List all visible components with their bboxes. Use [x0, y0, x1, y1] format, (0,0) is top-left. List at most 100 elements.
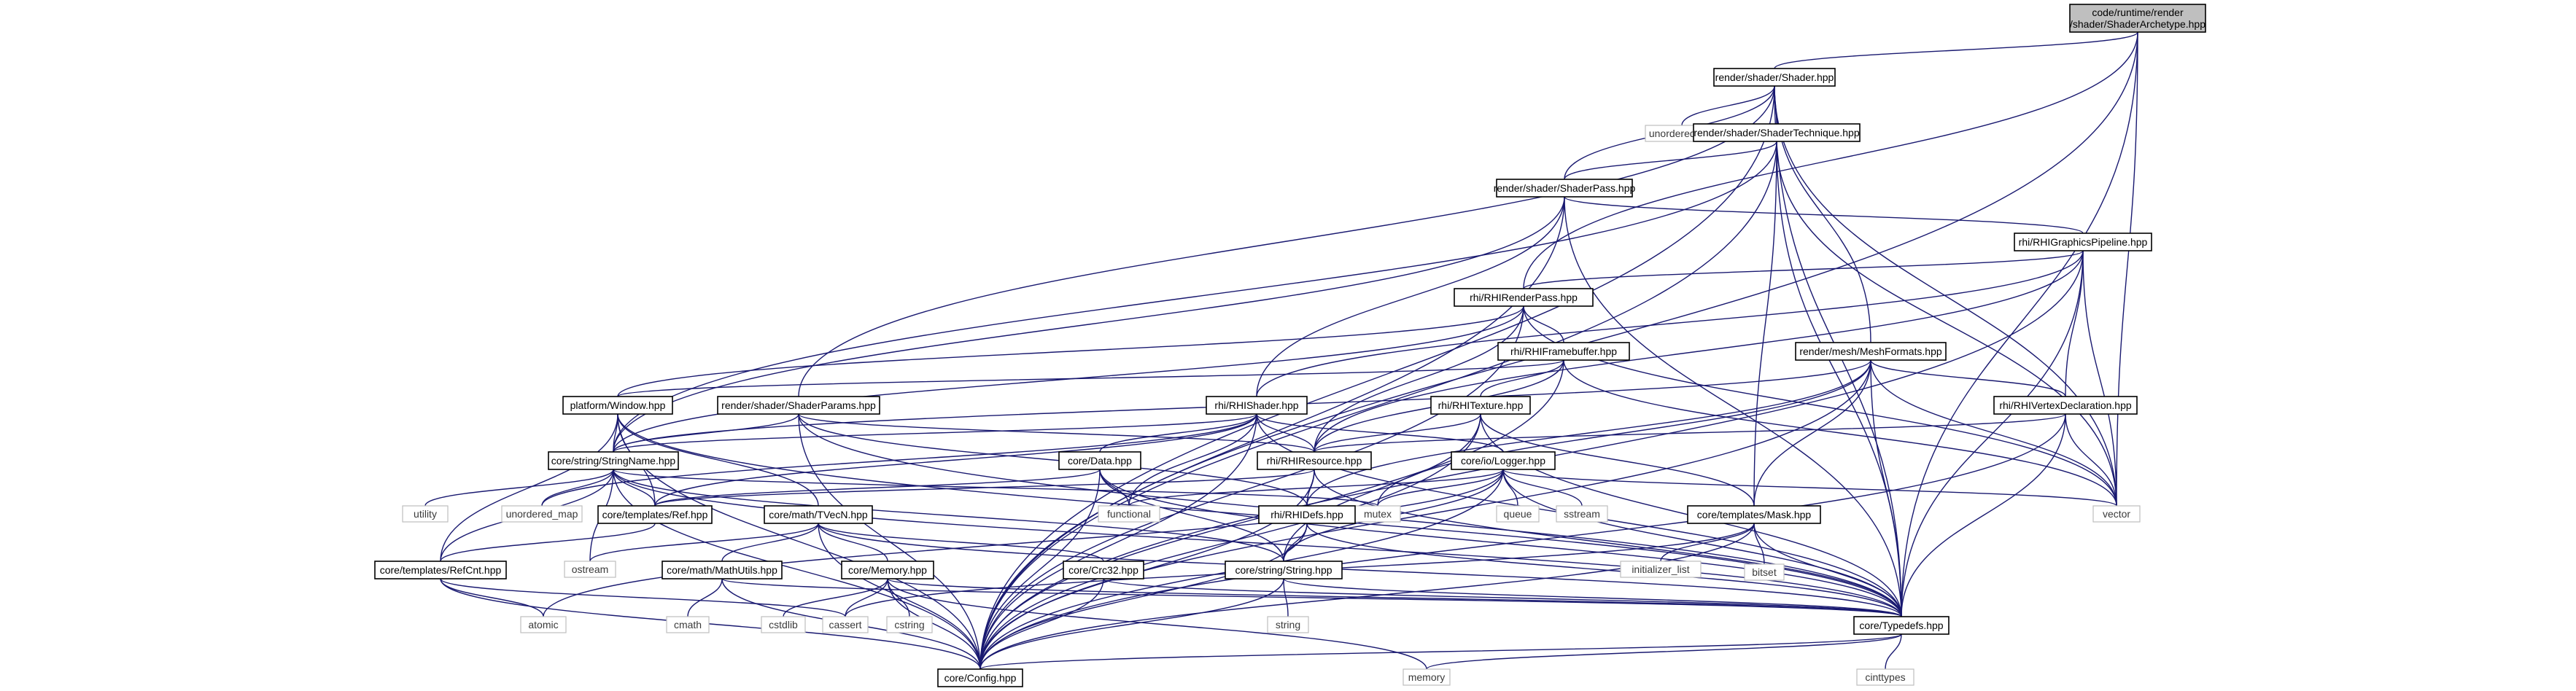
- node-string-name[interactable]: core/string/StringName.hpp: [548, 451, 679, 470]
- node-label: render/mesh/MeshFormats.hpp: [1799, 346, 1942, 357]
- node-tvecn[interactable]: core/math/TVecN.hpp: [764, 505, 873, 524]
- edge-tvecn-to-typedefs: [818, 523, 1902, 617]
- node-shader[interactable]: render/shader/Shader.hpp: [1713, 68, 1836, 87]
- node-ostream: ostream: [564, 561, 616, 578]
- node-logger[interactable]: core/io/Logger.hpp: [1451, 451, 1556, 470]
- edge-platform-window-to-tvecn: [617, 413, 819, 507]
- node-unordered-map: unordered_map: [501, 505, 583, 523]
- node-typedefs[interactable]: core/Typedefs.hpp: [1853, 616, 1950, 635]
- node-label: utility: [414, 508, 437, 520]
- node-label: ostream: [572, 563, 609, 575]
- node-rhi-resource[interactable]: rhi/RHIResource.hpp: [1257, 451, 1372, 470]
- edge-mesh-formats-to-mutex: [1377, 359, 1871, 507]
- node-rhi-texture[interactable]: rhi/RHITexture.hpp: [1430, 396, 1531, 415]
- edge-shader-params-to-string-name: [613, 413, 799, 453]
- node-box: [501, 505, 583, 523]
- node-shader-params[interactable]: render/shader/ShaderParams.hpp: [717, 396, 880, 415]
- node-label: core/templates/Mask.hpp: [1697, 509, 1812, 520]
- edge-rhi-framebuffer-to-platform-window: [617, 359, 1564, 397]
- edge-math-utils-to-typedefs: [721, 578, 1902, 617]
- node-core-data[interactable]: core/Data.hpp: [1058, 451, 1141, 470]
- edge-shader-archetype-to-shader: [1774, 31, 2138, 69]
- node-shader-pass[interactable]: render/shader/ShaderPass.hpp: [1494, 179, 1636, 198]
- edge-rhi-shader-to-core-data: [1099, 413, 1257, 453]
- node-label: core/math/TVecN.hpp: [769, 509, 868, 520]
- node-label: rhi/RHIShader.hpp: [1214, 399, 1298, 411]
- edge-tvecn-to-crc32: [818, 523, 1104, 562]
- edge-rhi-shader-to-logger: [1256, 413, 1504, 453]
- edge-shader-to-shader-params: [798, 85, 1775, 397]
- edge-shader-pass-to-typedefs: [1564, 196, 1902, 617]
- node-shader-technique[interactable]: render/shader/ShaderTechnique.hpp: [1693, 123, 1861, 142]
- node-crc32[interactable]: core/Crc32.hpp: [1063, 561, 1144, 579]
- node-box: [1853, 616, 1950, 635]
- edge-rhi-shader-to-rhi-resource: [1256, 413, 1315, 453]
- edge-rhi-render-pass-to-rhi-resource: [1314, 305, 1524, 453]
- node-box: [1451, 451, 1556, 470]
- node-cassert: cassert: [822, 616, 869, 633]
- node-config[interactable]: core/Config.hpp: [937, 668, 1023, 687]
- node-box: [822, 616, 869, 633]
- node-vector: vector: [2092, 505, 2141, 523]
- node-memory-hpp[interactable]: core/Memory.hpp: [841, 561, 934, 579]
- node-platform-window[interactable]: platform/Window.hpp: [562, 396, 673, 415]
- edge-tvecn-to-ostream: [589, 523, 819, 562]
- node-shader-archetype[interactable]: code/runtime/render/shader/ShaderArchety…: [2069, 4, 2206, 33]
- node-box: [1496, 179, 1633, 198]
- node-label: vector: [2103, 508, 2130, 520]
- edge-templates-mask-to-bitset: [1753, 523, 1765, 565]
- node-rhi-defs[interactable]: rhi/RHIDefs.hpp: [1258, 505, 1356, 524]
- node-string-hpp[interactable]: core/string/String.hpp: [1225, 561, 1343, 579]
- node-box: [597, 505, 713, 524]
- node-box: [562, 396, 673, 415]
- edge-rhi-graphics-pipeline-to-rhi-shader: [1256, 250, 2084, 397]
- edge-rhi-vertex-declaration-to-vector: [2065, 413, 2117, 507]
- node-label: cmath: [674, 619, 702, 631]
- edge-rhi-resource-to-typedefs: [1314, 469, 1902, 617]
- edge-templates-mask-to-initializer-list: [1660, 523, 1755, 562]
- edge-core-data-to-config: [979, 469, 1101, 670]
- node-rhi-render-pass[interactable]: rhi/RHIRenderPass.hpp: [1454, 288, 1594, 307]
- node-box: [2069, 4, 2206, 33]
- node-box: [1258, 505, 1356, 524]
- edge-rhi-shader-to-string-name: [613, 413, 1257, 453]
- node-templates-ref[interactable]: core/templates/Ref.hpp: [597, 505, 713, 524]
- node-rhi-graphics-pipeline[interactable]: rhi/RHIGraphicsPipeline.hpp: [2014, 233, 2152, 251]
- node-cstdlib: cstdlib: [761, 616, 806, 633]
- node-label: unordered_map: [506, 508, 578, 520]
- node-label: core/Data.hpp: [1068, 455, 1132, 466]
- node-box: [666, 616, 710, 633]
- edge-core-data-to-templates-ref: [654, 469, 1101, 507]
- edge-mesh-formats-to-vector: [1870, 359, 2117, 507]
- node-label: rhi/RHIFramebuffer.hpp: [1510, 346, 1617, 357]
- node-label: core/string/String.hpp: [1235, 564, 1332, 576]
- node-rhi-vertex-declaration[interactable]: rhi/RHIVertexDeclaration.hpp: [1993, 396, 2138, 415]
- node-label: cstdlib: [769, 619, 798, 631]
- node-label: cinttypes: [1865, 671, 1905, 683]
- edge-logger-to-vector: [1502, 469, 2117, 507]
- node-templates-mask[interactable]: core/templates/Mask.hpp: [1687, 505, 1821, 524]
- node-rhi-shader[interactable]: rhi/RHIShader.hpp: [1206, 396, 1308, 415]
- node-label: render/shader/ShaderPass.hpp: [1494, 182, 1636, 194]
- edge-ref-cnt-to-atomic: [440, 578, 544, 617]
- edge-typedefs-to-config: [979, 633, 1902, 670]
- node-box: [1693, 123, 1861, 142]
- edge-memory-hpp-to-cstdlib: [783, 578, 888, 617]
- node-ref-cnt[interactable]: core/templates/RefCnt.hpp: [374, 561, 507, 579]
- edge-mesh-formats-to-rhi-defs: [1306, 359, 1871, 507]
- node-cmath: cmath: [666, 616, 710, 633]
- node-label: atomic: [528, 619, 558, 631]
- edge-rhi-framebuffer-to-vector: [1563, 359, 2117, 507]
- node-math-utils[interactable]: core/math/MathUtils.hpp: [662, 561, 783, 579]
- edge-templates-ref-to-ref-cnt: [440, 523, 656, 562]
- edge-platform-window-to-ref-cnt: [440, 413, 618, 562]
- node-mesh-formats[interactable]: render/mesh/MeshFormats.hpp: [1795, 342, 1947, 361]
- edge-rhi-shader-to-functional: [1128, 413, 1257, 507]
- edge-memory-hpp-to-config: [887, 578, 981, 670]
- node-initializer-list: initializer_list: [1620, 561, 1702, 578]
- node-box: [1856, 668, 1914, 686]
- node-rhi-framebuffer[interactable]: rhi/RHIFramebuffer.hpp: [1497, 342, 1630, 361]
- node-label: rhi/RHIVertexDeclaration.hpp: [1999, 399, 2132, 411]
- node-label: core/templates/RefCnt.hpp: [380, 564, 502, 576]
- edge-rhi-defs-to-config: [979, 523, 1308, 670]
